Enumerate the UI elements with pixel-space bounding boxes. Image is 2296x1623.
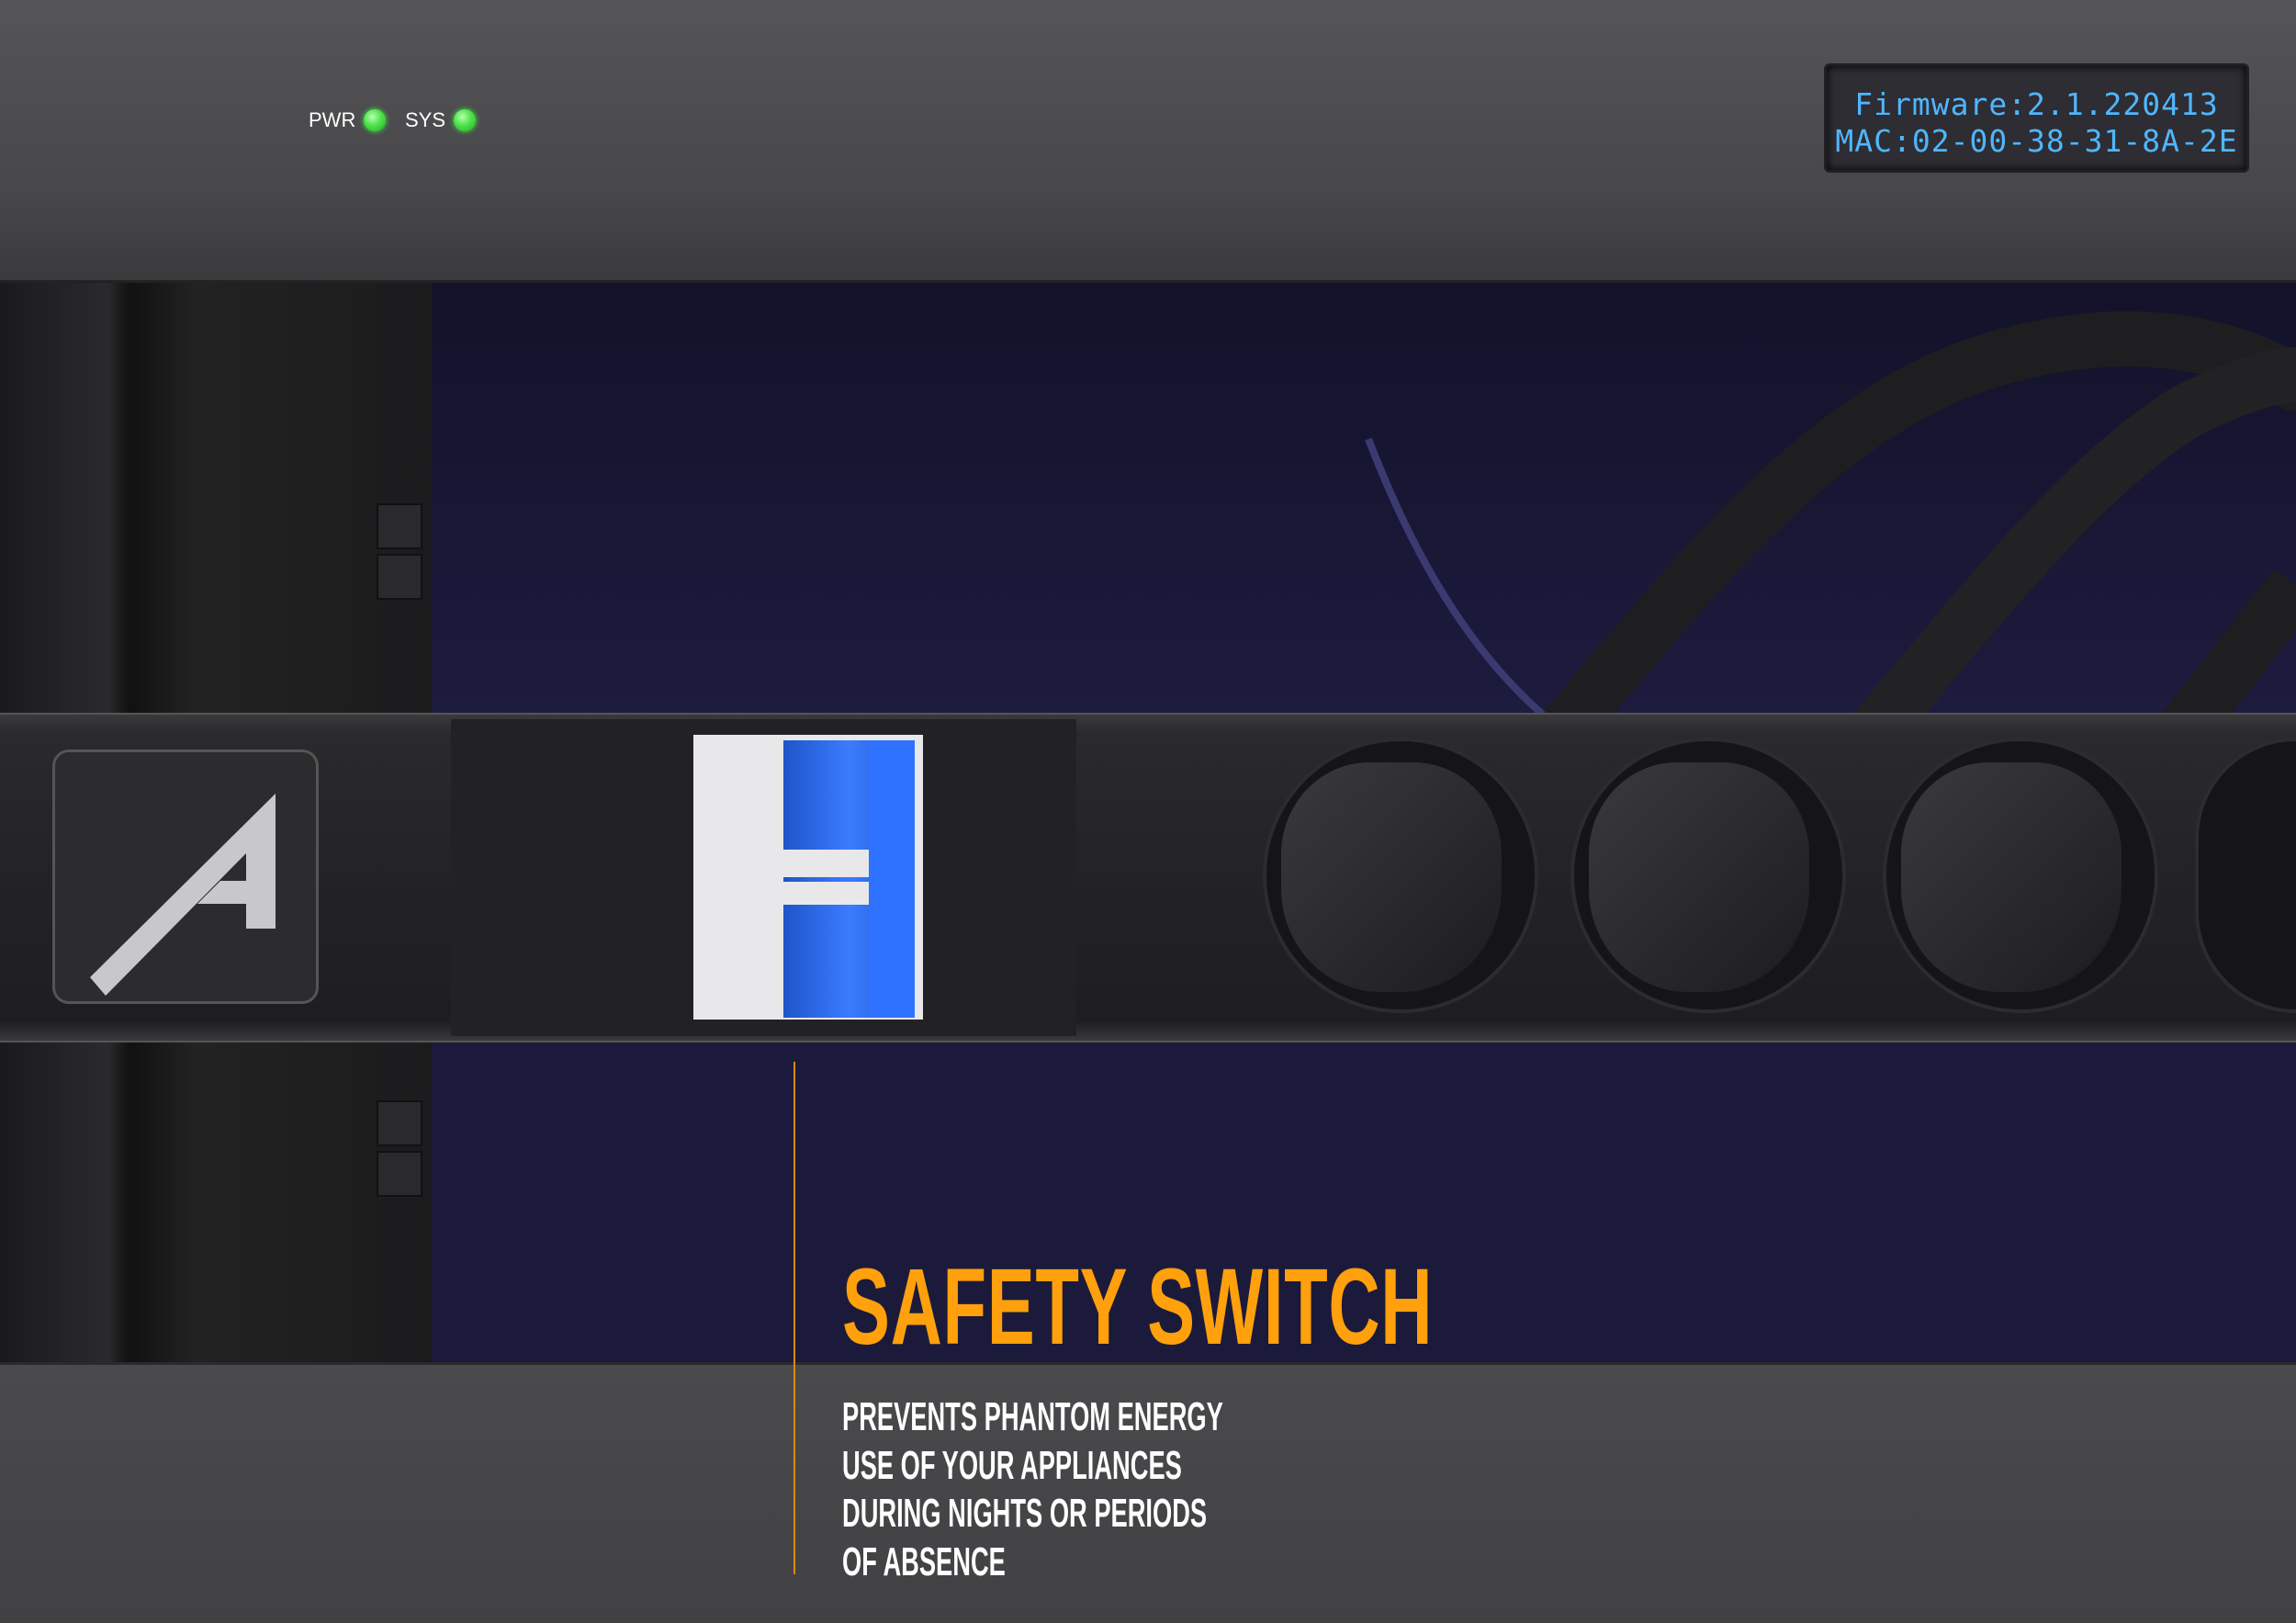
switch-gap xyxy=(783,850,869,877)
bottom-panel xyxy=(0,1362,2296,1623)
feature-line: USE OF YOUR APPLIANCES xyxy=(842,1443,1182,1488)
switch-gap xyxy=(783,882,869,905)
rail-hole xyxy=(377,1100,422,1146)
rail-hole xyxy=(377,503,422,549)
cable-1 xyxy=(1479,311,2296,825)
pwr-label: PWR xyxy=(309,108,356,131)
sys-label: SYS xyxy=(405,108,446,131)
plug-3 xyxy=(1901,762,2122,992)
switch-edge xyxy=(869,740,915,1018)
socket-4 xyxy=(2195,738,2296,1013)
plug-1 xyxy=(1281,762,1502,992)
thin-cable xyxy=(1365,437,1546,718)
firmware-text: Firmware:2.1.220413 xyxy=(1854,86,2219,122)
feature-line: OF ABSENCE xyxy=(842,1539,1006,1584)
feature-title: SAFETY SWITCH xyxy=(842,1246,1434,1368)
feature-line: PREVENTS PHANTOM ENERGY xyxy=(842,1394,1223,1439)
rail-hole xyxy=(377,554,422,600)
lcd-display: Firmware:2.1.220413 MAC:02-00-38-31-8A-2… xyxy=(1824,63,2249,173)
rail-hole xyxy=(377,1151,422,1197)
sys-led-icon xyxy=(454,109,476,131)
mac-text: MAC:02-00-38-31-8A-2E xyxy=(1835,123,2238,159)
cable-2 xyxy=(1791,347,2296,825)
feature-line: DURING NIGHTS OR PERIODS xyxy=(842,1491,1208,1536)
plug-2 xyxy=(1589,762,1809,992)
pwr-led-icon xyxy=(364,109,386,131)
brand-logo xyxy=(52,750,319,1004)
accent-line xyxy=(793,1062,795,1574)
